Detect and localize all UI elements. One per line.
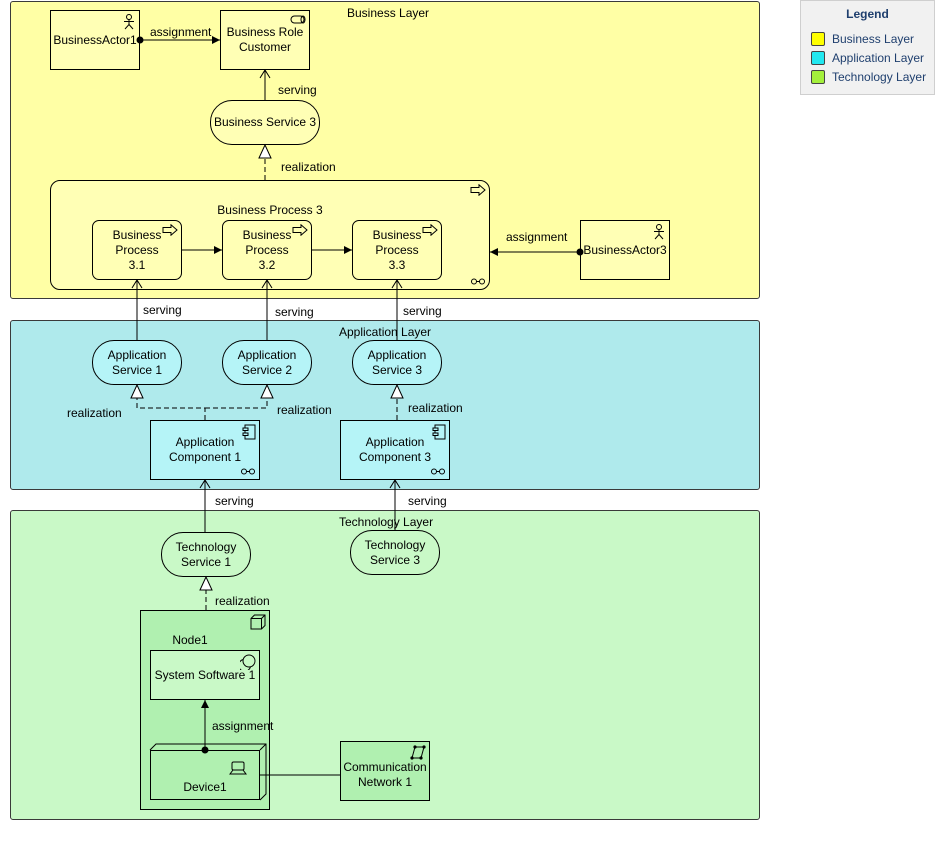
application-service-2-label: Application Service 2 [237, 347, 297, 377]
label-ts3-ac3: serving [408, 494, 447, 508]
technology-layer-title: Technology Layer [339, 515, 434, 529]
legend-label-technology: Technology Layer [832, 70, 927, 84]
business-process-3-label: Business Process 3 [217, 203, 323, 217]
application-service-2[interactable]: Application Service 2 [222, 340, 312, 385]
node-1-label: Node1 [172, 633, 208, 647]
application-component-1-label: Application Component 1 [168, 435, 242, 464]
relation-ac1-as2[interactable] [205, 383, 274, 409]
actor-icon [124, 14, 134, 30]
device-1-label: Device1 [183, 780, 227, 794]
process-icon [422, 224, 438, 236]
interface-link-icon [431, 468, 445, 475]
business-actor-1[interactable]: BusinessActor1 [50, 10, 140, 70]
application-service-1[interactable]: Application Service 1 [92, 340, 182, 385]
label-as2-bp32: serving [275, 305, 314, 319]
label-as3-bp33: serving [403, 304, 442, 318]
technology-service-3[interactable]: Technology Service 3 [350, 530, 440, 575]
technology-service-1[interactable]: Technology Service 1 [161, 532, 251, 577]
application-component-1[interactable]: Application Component 1 [150, 420, 260, 480]
process-icon [162, 224, 178, 236]
label-ac1-as2: realization [277, 403, 332, 417]
relation-ac1-as1[interactable] [130, 383, 206, 420]
legend-label-application: Application Layer [832, 51, 925, 65]
label-actor1-role: assignment [150, 25, 212, 39]
legend-item-application: Application Layer [811, 50, 924, 66]
application-service-3[interactable]: Application Service 3 [352, 340, 442, 385]
legend-swatch-application [811, 51, 825, 65]
component-icon [432, 424, 446, 440]
business-role-customer[interactable]: Business Role Customer [220, 10, 310, 70]
label-ac1-as1: realization [67, 406, 122, 420]
actor-icon [654, 224, 664, 240]
label-ts1-ac1: serving [215, 494, 254, 508]
legend-swatch-business [811, 32, 825, 46]
business-actor-3[interactable]: BusinessActor3 [580, 220, 670, 280]
business-process-3-2-label: Business Process 3.2 [242, 227, 292, 272]
business-service-3[interactable]: Business Service 3 [210, 100, 320, 145]
application-service-1-label: Application Service 1 [107, 347, 167, 377]
legend: Legend Business Layer Application Layer … [800, 0, 935, 95]
business-process-3-3-label: Business Process 3.3 [372, 227, 422, 272]
technology-service-3-label: Technology Service 3 [364, 537, 426, 567]
legend-title: Legend [846, 7, 889, 21]
system-software-1-label: System Software 1 [154, 667, 256, 682]
legend-label-business: Business Layer [832, 32, 915, 46]
label-ac3-as3: realization [408, 401, 463, 415]
device-icon [229, 761, 247, 775]
label-node1-ts1: realization [215, 594, 270, 608]
system-software-icon [240, 654, 256, 670]
legend-item-business: Business Layer [811, 31, 914, 47]
system-software-1[interactable]: System Software 1 [150, 650, 260, 700]
network-icon [410, 745, 426, 760]
interface-link-icon [241, 468, 255, 475]
technology-service-1-label: Technology Service 1 [175, 539, 237, 569]
communication-network-1-label: Communication Network 1 [343, 760, 427, 789]
legend-item-technology: Technology Layer [811, 69, 926, 85]
business-actor-1-label: BusinessActor1 [53, 32, 137, 47]
component-icon [242, 424, 256, 440]
business-actor-3-label: BusinessActor3 [583, 242, 667, 257]
process-icon [292, 224, 308, 236]
business-service-3-label: Business Service 3 [213, 115, 317, 129]
business-process-3-1-label: Business Process 3.1 [112, 227, 162, 272]
business-process-3-1[interactable]: Business Process 3.1 [92, 220, 182, 280]
application-service-3-label: Application Service 3 [367, 347, 427, 377]
interface-link-icon [471, 278, 485, 285]
role-icon [290, 15, 306, 24]
label-as1-bp31: serving [143, 303, 182, 317]
business-process-3-3[interactable]: Business Process 3.3 [352, 220, 442, 280]
application-layer-title: Application Layer [339, 325, 432, 339]
business-layer-title: Business Layer [347, 6, 430, 20]
label-service3-role: serving [278, 83, 317, 97]
business-role-label: Business Role Customer [226, 25, 304, 54]
application-component-3-label: Application Component 3 [358, 435, 432, 464]
node-icon [250, 614, 266, 630]
communication-network-1[interactable]: Communication Network 1 [340, 741, 430, 801]
label-actor3-process3: assignment [506, 230, 568, 244]
legend-swatch-technology [811, 70, 825, 84]
label-process3-service3: realization [281, 160, 336, 174]
process-icon [470, 184, 486, 196]
business-process-3-2[interactable]: Business Process 3.2 [222, 220, 312, 280]
label-device-syssw: assignment [212, 719, 274, 733]
